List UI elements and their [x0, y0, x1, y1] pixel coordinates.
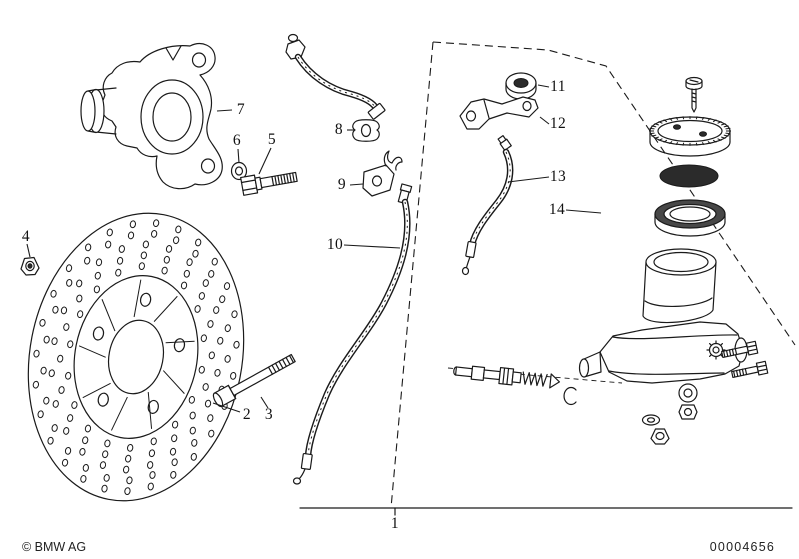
- callout-12: 12: [549, 115, 567, 132]
- bolt-small-2: [731, 360, 769, 379]
- callout-10: 10: [326, 236, 344, 253]
- mounting-bracket: [459, 96, 539, 130]
- disc-spokes: [78, 279, 195, 431]
- brake-hose-long: [292, 183, 413, 485]
- circlip: [563, 386, 577, 406]
- callout-11: 11: [550, 78, 566, 95]
- callout-7: 7: [236, 101, 246, 118]
- hex-bolt: [240, 171, 298, 196]
- brake-hose-upper: [285, 33, 386, 120]
- callout-2: 2: [242, 406, 252, 423]
- brake-hose-13: [461, 135, 514, 276]
- master-cylinder: [578, 321, 748, 420]
- hose-holder: [362, 150, 403, 197]
- cap-diaphragm: [659, 164, 719, 188]
- brake-disc: [27, 212, 245, 502]
- bolt-small-1: [721, 340, 759, 359]
- brake-caliper: [80, 43, 223, 190]
- callout-6: 6: [232, 132, 242, 149]
- fluid-reservoir: [642, 248, 717, 324]
- caliper-piston: [80, 87, 117, 135]
- callout-1: 1: [390, 515, 400, 532]
- disc-drill-holes: [32, 219, 240, 496]
- callout-leaders: [26, 84, 602, 413]
- disc-hub-bolt-holes: [92, 292, 186, 414]
- assembly-bracket: [299, 507, 793, 516]
- washer: [230, 161, 248, 181]
- socket-bolt: [212, 353, 296, 408]
- callout-5: 5: [267, 131, 277, 148]
- hose-grommet: [352, 119, 380, 142]
- callout-8: 8: [334, 121, 344, 138]
- piston-repair-kit: [453, 365, 561, 389]
- callout-4: 4: [21, 228, 31, 245]
- copyright-notice: © BMW AG: [22, 540, 87, 554]
- group-boundary-lines: [390, 41, 796, 509]
- seal-washer: [641, 414, 661, 426]
- reservoir-cap: [649, 116, 731, 157]
- grommet-11: [505, 72, 537, 100]
- callout-13: 13: [549, 168, 567, 185]
- reservoir-seal: [654, 199, 726, 237]
- document-number: 00004656: [709, 540, 775, 554]
- lock-nut: [20, 256, 40, 276]
- flange-nut: [650, 428, 670, 445]
- callout-9: 9: [337, 176, 347, 193]
- lock-washer: [706, 340, 726, 360]
- callout-3: 3: [264, 406, 274, 423]
- callout-14: 14: [548, 201, 566, 218]
- reservoir-screw: [685, 76, 703, 113]
